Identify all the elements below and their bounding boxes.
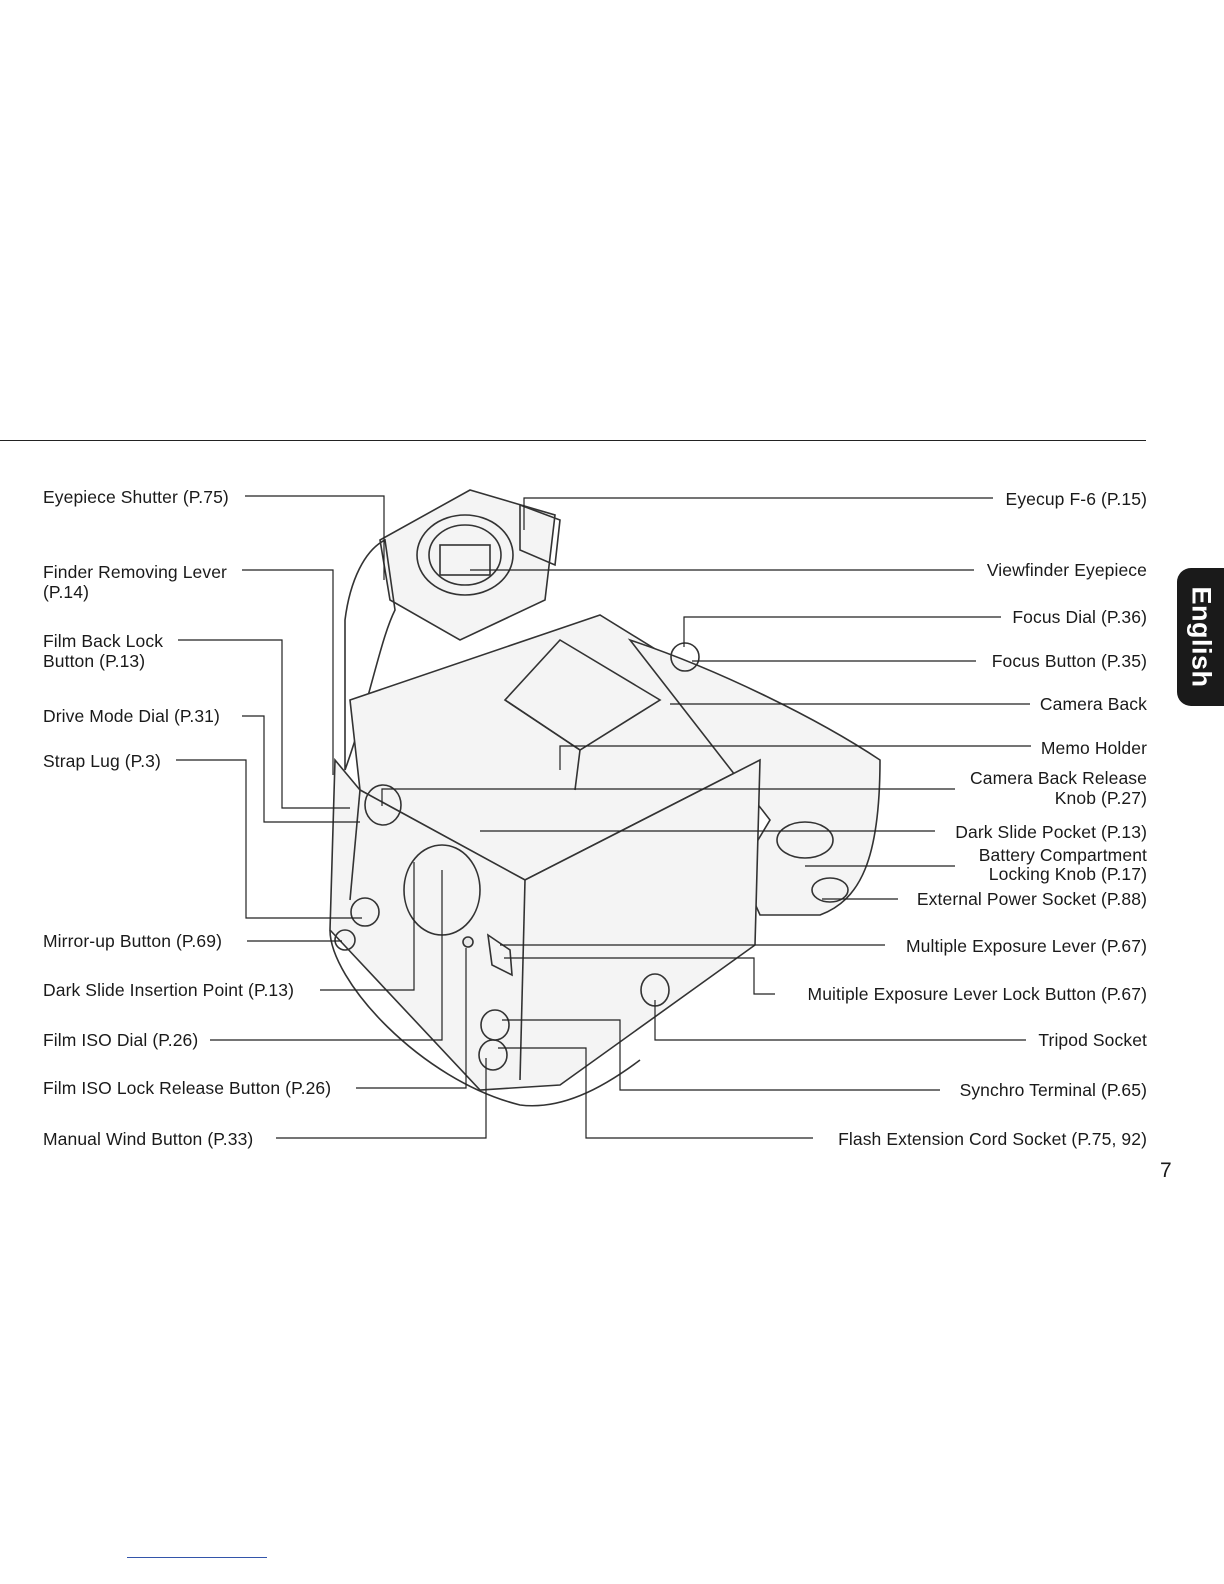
label-battery-compartment-locking-knob: Battery Compartment Locking Knob (P.17) <box>978 845 1147 884</box>
label-strap-lug: Strap Lug (P.3) <box>43 751 161 771</box>
label-finder-removing-lever: Finder Removing Lever (P.14) <box>43 562 227 602</box>
top-rule <box>0 440 1146 441</box>
label-focus-button: Focus Button (P.35) <box>991 651 1147 671</box>
label-dark-slide-insertion-point: Dark Slide Insertion Point (P.13) <box>43 980 295 1000</box>
label-tripod-socket: Tripod Socket <box>1038 1030 1147 1050</box>
label-film-back-lock-button: Film Back Lock Button (P.13) <box>43 631 164 671</box>
label-camera-back-release-knob: Camera Back Release Knob (P.27) <box>970 768 1147 808</box>
label-eyecup: Eyecup F-6 (P.15) <box>1005 489 1147 509</box>
bottom-rule <box>127 1557 267 1558</box>
label-memo-holder: Memo Holder <box>1040 738 1147 758</box>
label-eyepiece-shutter: Eyepiece Shutter (P.75) <box>43 487 229 507</box>
label-drive-mode-dial: Drive Mode Dial (P.31) <box>43 706 220 726</box>
label-camera-back: Camera Back <box>1039 694 1147 714</box>
language-tab-label: English <box>1186 586 1216 688</box>
label-synchro-terminal: Synchro Terminal (P.65) <box>959 1080 1147 1100</box>
label-flash-extension-cord-socket: Flash Extension Cord Socket (P.75, 92) <box>838 1129 1147 1149</box>
language-tab: English <box>1177 568 1224 706</box>
label-dark-slide-pocket: Dark Slide Pocket (P.13) <box>955 822 1147 842</box>
label-viewfinder-eyepiece: Viewfinder Eyepiece <box>986 560 1147 580</box>
label-focus-dial: Focus Dial (P.36) <box>1012 607 1147 627</box>
page-number: 7 <box>1160 1159 1172 1182</box>
label-film-iso-dial: Film ISO Dial (P.26) <box>43 1030 199 1050</box>
label-mirror-up-button: Mirror-up Button (P.69) <box>43 931 222 951</box>
label-manual-wind-button: Manual Wind Button (P.33) <box>43 1129 254 1149</box>
label-external-power-socket: External Power Socket (P.88) <box>916 889 1147 909</box>
label-multiple-exposure-lever-lock-button: Muitiple Exposure Lever Lock Button (P.6… <box>807 984 1147 1004</box>
label-film-iso-lock-release-button: Film ISO Lock Release Button (P.26) <box>43 1078 332 1098</box>
label-multiple-exposure-lever: Multiple Exposure Lever (P.67) <box>906 936 1147 956</box>
